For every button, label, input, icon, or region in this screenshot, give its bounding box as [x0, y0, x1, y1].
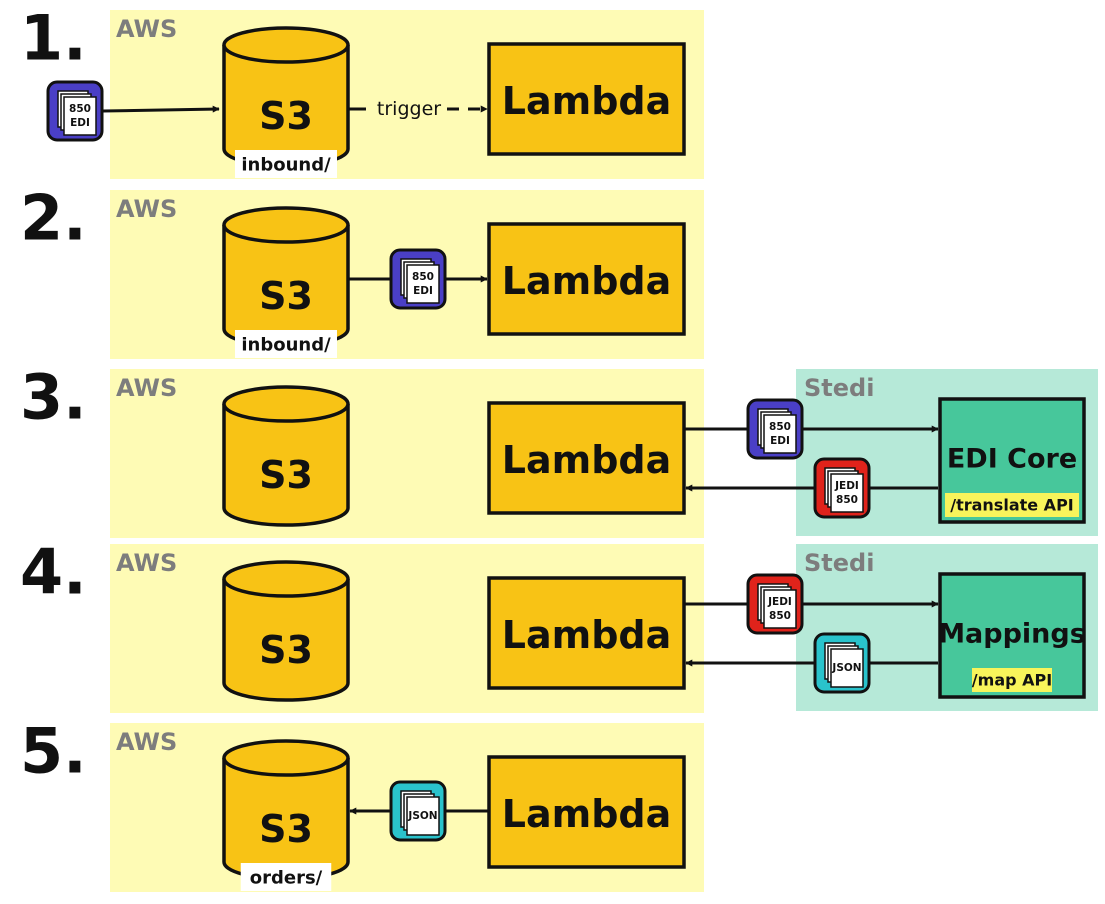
aws-label: AWS: [116, 15, 177, 43]
lambda-label: Lambda: [502, 259, 672, 303]
api-label: /translate API: [950, 496, 1074, 515]
document-label: 850: [769, 610, 791, 622]
s3-path-label: inbound/: [241, 155, 331, 176]
document-label: JSON: [831, 662, 861, 674]
step-number: 3.: [20, 361, 87, 434]
document-label: EDI: [70, 117, 90, 129]
step-number: 2.: [20, 182, 87, 255]
document-label: 850: [412, 271, 434, 283]
lambda-label: Lambda: [502, 613, 672, 657]
document-page-front: [830, 473, 864, 513]
aws-label: AWS: [116, 195, 177, 223]
document-label: 850: [769, 421, 791, 433]
response-document: JSON: [813, 632, 871, 694]
document-label: JEDI: [767, 596, 792, 608]
lambda-box: [487, 755, 686, 869]
upload-arrow: [102, 105, 220, 113]
lambda-box: [487, 576, 686, 690]
api-label: /map API: [972, 671, 1052, 690]
document-page-front: [763, 414, 797, 454]
s3-path-highlight: [240, 863, 332, 891]
api-highlight: [945, 493, 1079, 517]
s3-path-highlight: [235, 150, 337, 178]
document-page-front: [406, 264, 440, 304]
document-label: 850: [69, 103, 91, 115]
stedi-label: Stedi: [804, 374, 874, 402]
trigger-label: trigger: [377, 98, 441, 120]
document-label: JSON: [407, 810, 437, 822]
s3-label: S3: [259, 274, 313, 318]
s3-cylinder-top: [222, 206, 350, 244]
document-label: EDI: [770, 435, 790, 447]
json-document: JSON: [389, 780, 447, 842]
step-number: 4.: [20, 536, 87, 609]
document-page-front: [406, 796, 440, 836]
s3-cylinder-top: [222, 560, 350, 598]
lambda-label: Lambda: [502, 79, 672, 123]
s3-label: S3: [259, 94, 313, 138]
lambda-label: Lambda: [502, 792, 672, 836]
api-highlight: [972, 668, 1052, 692]
s3-cylinder-top: [222, 739, 350, 777]
document-label: JEDI: [834, 480, 859, 492]
s3-cylinder-top: [222, 385, 350, 423]
s3-path-label: inbound/: [241, 335, 331, 356]
lambda-label: Lambda: [502, 438, 672, 482]
lambda-box: [487, 401, 686, 515]
s3-label: S3: [259, 628, 313, 672]
document-label: EDI: [413, 285, 433, 297]
aws-label: AWS: [116, 549, 177, 577]
s3-label: S3: [259, 807, 313, 851]
step-number: 5.: [20, 715, 87, 788]
s3-label: S3: [259, 453, 313, 497]
document-page-front: [763, 589, 797, 629]
step-number: 1.: [20, 2, 87, 75]
stedi-label: Stedi: [804, 549, 874, 577]
response-document: JEDI 850: [813, 457, 871, 519]
s3-path-highlight: [235, 330, 337, 358]
request-document: JEDI 850: [746, 573, 804, 635]
lambda-box: [487, 42, 686, 156]
document-page-front: [63, 96, 97, 136]
service-label: EDI Core: [947, 444, 1077, 475]
document-label: 850: [836, 494, 858, 506]
step-5: 5. AWS S3 orders/Lambda JSON: [20, 715, 704, 892]
s3-cylinder-body: [222, 579, 350, 702]
lambda-box: [487, 222, 686, 336]
service-label: Mappings: [938, 619, 1086, 650]
aws-label: AWS: [116, 728, 177, 756]
s3-cylinder-top: [222, 26, 350, 64]
s3-path-label: orders/: [250, 868, 323, 889]
document-page-front: [830, 648, 864, 688]
s3-cylinder-body: [222, 404, 350, 527]
aws-label: AWS: [116, 374, 177, 402]
